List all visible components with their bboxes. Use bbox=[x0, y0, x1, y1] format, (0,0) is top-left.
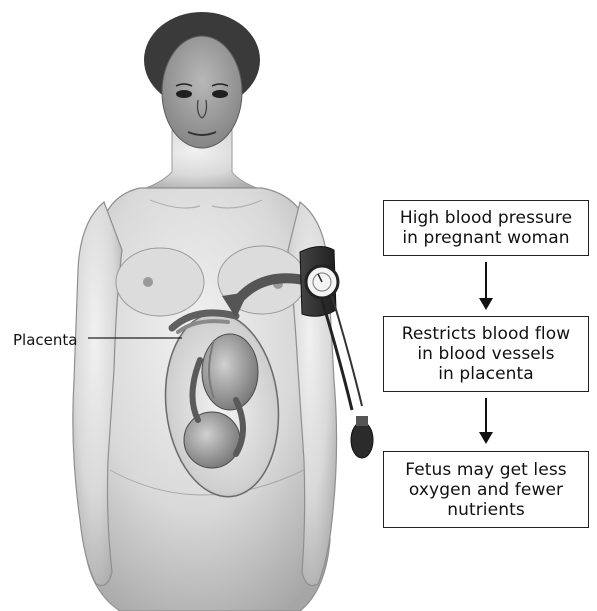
flow-arrow-2-head bbox=[479, 432, 493, 444]
flow-box-line: in pregnant woman bbox=[402, 228, 569, 248]
flow-box-line: nutrients bbox=[447, 500, 525, 520]
placenta-label: Placenta bbox=[13, 331, 77, 349]
flow-box-line: in blood vessels bbox=[417, 344, 554, 364]
flow-box-line: Restricts blood flow bbox=[402, 324, 571, 344]
flow-box-fetus-effects: Fetus may get less oxygen and fewer nutr… bbox=[383, 451, 589, 528]
flow-arrow-1-head bbox=[479, 298, 493, 310]
flow-box-line: oxygen and fewer bbox=[409, 480, 563, 500]
flow-box-line: Fetus may get less bbox=[405, 460, 566, 480]
flow-box-line: High blood pressure bbox=[400, 208, 572, 228]
flow-box-restricts-blood-flow: Restricts blood flow in blood vessels in… bbox=[383, 316, 589, 392]
woman-head bbox=[144, 12, 260, 148]
flow-box-high-blood-pressure: High blood pressure in pregnant woman bbox=[383, 200, 589, 256]
flow-box-line: in placenta bbox=[438, 364, 534, 384]
